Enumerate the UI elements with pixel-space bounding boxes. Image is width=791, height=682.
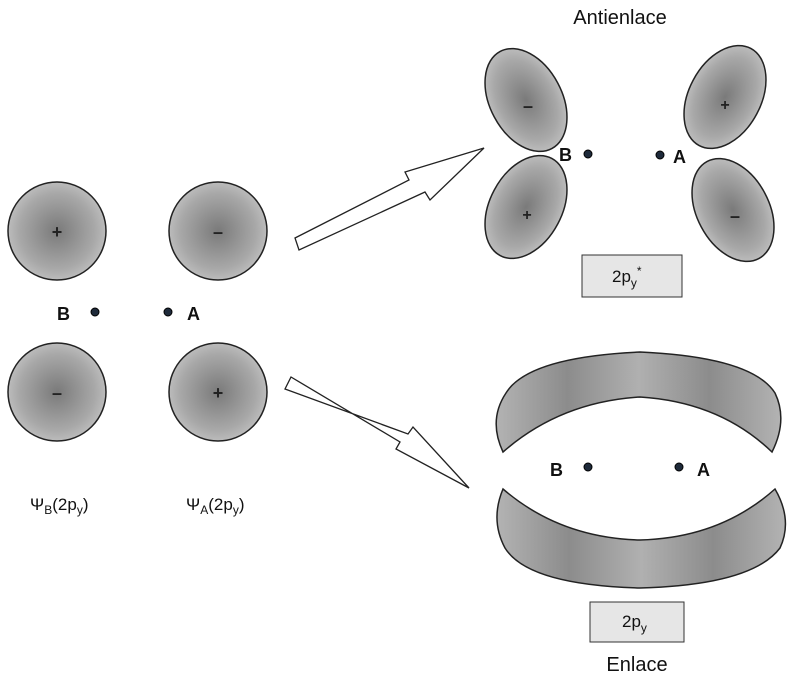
sign-a-top: – [213,222,223,242]
bonding-title: Enlace [606,654,667,676]
lobe-b-lower [484,154,568,260]
lobe-b-upper [484,47,568,153]
arrows [284,147,485,489]
nucleus-a-antibonding [655,150,665,160]
atom-label-a-bonding: A [697,460,710,480]
nucleus-b-antibonding [583,149,593,159]
sign-lobe-a-upper: + [720,97,729,114]
orbital-lobe-a-top [168,181,268,281]
orbital-lobe-b-top [7,181,107,281]
bonding-lobe-lower [496,487,787,589]
orbital-lobe-a-bottom [168,342,268,442]
nucleus-b-left [90,307,100,317]
bonding-label: 2py [622,612,647,635]
sign-b-top: + [52,222,63,242]
atom-label-b-bonding: B [550,460,563,480]
atomic-orbitals: + – – + B A ΨB(2py) ΨA(2py) [7,181,268,517]
sign-b-bottom: – [52,383,62,403]
sign-a-bottom: + [213,383,224,403]
sign-lobe-b-lower: + [522,207,531,224]
nucleus-a-bonding [674,462,684,472]
bonding-lobe-upper [495,351,782,454]
psi-b-label: ΨB(2py) [30,495,88,517]
antibonding-label-box [581,254,683,298]
antibonding-label: 2py* [612,264,642,290]
atom-label-b-antibonding: B [559,145,572,165]
psi-a-label: ΨA(2py) [186,495,244,517]
nucleus-a-left [163,307,173,317]
arrow-to-antibonding [294,147,485,251]
sign-lobe-a-lower: – [730,206,740,226]
sign-lobe-b-upper: – [523,96,533,116]
atom-label-b-left: B [57,304,70,324]
bonding-orbital: B A 2py Enlace [495,351,787,676]
lobe-a-upper [683,44,767,150]
atom-label-a-left: A [187,304,200,324]
lobe-a-lower [691,157,775,263]
antibonding-title: Antienlace [573,7,666,29]
atom-label-a-antibonding: A [673,147,686,167]
nucleus-b-bonding [583,462,593,472]
antibonding-orbital: Antienlace – + + – B A 2py* [484,7,775,298]
orbital-lobe-b-bottom [7,342,107,442]
bonding-label-box [589,601,685,643]
arrow-to-bonding [284,376,470,489]
